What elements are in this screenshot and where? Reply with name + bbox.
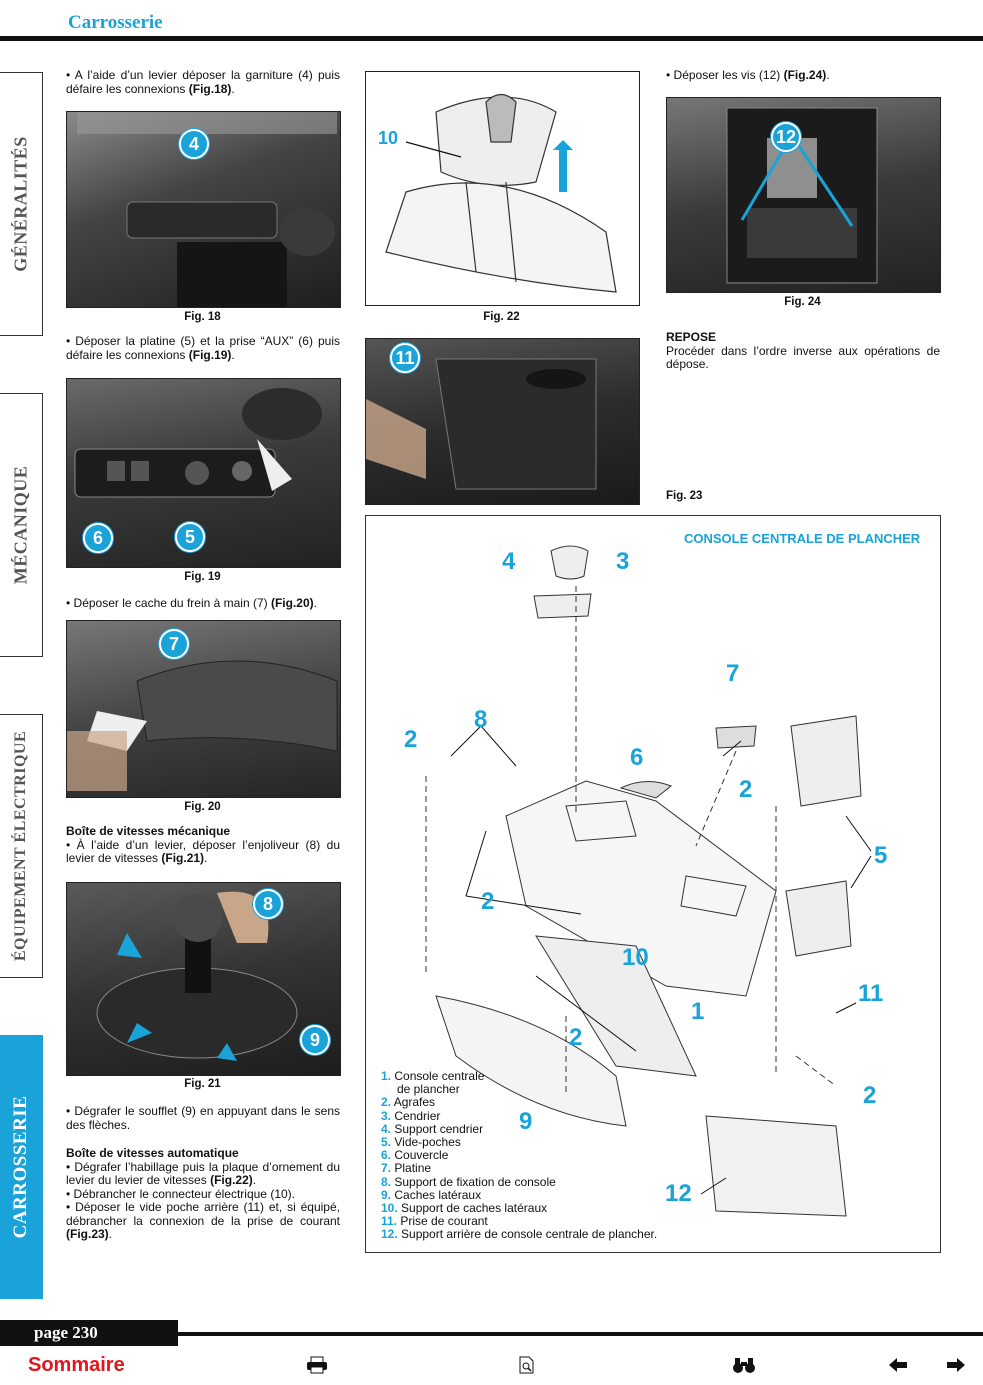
diagram-legend: 1. Console centrale de plancher 2. Agraf…: [381, 1069, 701, 1242]
section-title: Carrosserie: [68, 12, 163, 33]
callout-number: 3: [616, 548, 630, 575]
paragraph: Boîte de vitesses automatique • Dégrafer…: [66, 1146, 340, 1241]
subheading: Boîte de vitesses automatique: [66, 1146, 239, 1160]
arrow-right-icon[interactable]: [946, 1356, 966, 1379]
legend-item: 8. Support de fixation de console: [381, 1174, 556, 1189]
legend-item: 9. Caches latéraux: [381, 1187, 482, 1202]
figure-20-photo: 7: [66, 620, 341, 798]
legend-item: 11. Prise de courant: [381, 1214, 488, 1229]
binoculars-icon[interactable]: [732, 1356, 756, 1379]
callout-badge: 4: [179, 129, 209, 159]
callout-number: 6: [630, 744, 644, 771]
page-number: page 230: [0, 1320, 178, 1346]
figure-caption: Fig. 24: [784, 296, 821, 308]
tab-label: MÉCANIQUE: [10, 465, 31, 585]
diagram-title: CONSOLE CENTRALE DE PLANCHER: [684, 531, 921, 546]
callout-number: 2: [863, 1082, 877, 1109]
callout-number: 11: [858, 980, 884, 1007]
callout-badge: 9: [300, 1025, 330, 1055]
callout-badge: 5: [175, 522, 205, 552]
figure-caption: Fig. 20: [184, 801, 221, 813]
paragraph: • Dégrafer le soufflet (9) en appuyant d…: [66, 1104, 340, 1132]
paragraph: • Déposer la platine (5) et la prise “AU…: [66, 334, 340, 362]
legend-item: 12. Support arrière de console centrale …: [381, 1227, 658, 1242]
callout-badge: 11: [390, 343, 420, 373]
tab-equipement-electrique[interactable]: ÉQUIPEMENT ÉLECTRIQUE: [0, 714, 43, 978]
legend-item: 5. Vide-poches: [381, 1135, 461, 1150]
callout-number: 1: [691, 998, 705, 1025]
callout-number: 2: [404, 726, 418, 753]
callout-number: 8: [474, 706, 488, 733]
figure-caption: Fig. 23: [666, 490, 703, 502]
figure-caption: Fig. 19: [184, 571, 221, 583]
arrow-left-icon[interactable]: [888, 1356, 908, 1379]
tab-label: CARROSSERIE: [10, 1095, 31, 1239]
figure-caption: Fig. 18: [184, 311, 221, 323]
callout-number: 2: [481, 888, 495, 915]
legend-item: 1. Console centrale: [381, 1069, 485, 1083]
callout-number: 5: [874, 842, 888, 869]
callout-number: 2: [739, 776, 753, 803]
figure-caption: Fig. 21: [184, 1078, 221, 1090]
callout-number: 10: [622, 944, 649, 971]
tab-label: GÉNÉRALITÉS: [10, 136, 31, 272]
figure-21-photo: 8 9: [66, 882, 341, 1076]
callout-badge: 7: [159, 629, 189, 659]
subheading: Boîte de vitesses mécanique: [66, 824, 231, 838]
callout-number: 4: [502, 548, 516, 575]
legend-item: de plancher: [397, 1082, 460, 1097]
subheading: REPOSE: [666, 330, 717, 344]
legend-item: 4. Support cendrier: [381, 1121, 484, 1136]
figure-18-photo: 4: [66, 111, 341, 308]
callout-badge: 8: [253, 889, 283, 919]
footer-rule: [178, 1332, 983, 1336]
paragraph: • Déposer les vis (12) (Fig.24).: [666, 68, 830, 82]
callout-number: 12: [665, 1180, 692, 1207]
callout-number: 9: [519, 1108, 533, 1135]
figure-caption: Fig. 22: [483, 311, 520, 323]
print-icon[interactable]: [306, 1356, 328, 1379]
sommaire-link[interactable]: Sommaire: [28, 1354, 125, 1376]
document-search-icon[interactable]: [518, 1356, 536, 1379]
figure-22-drawing: 10: [365, 71, 640, 306]
header-rule: [0, 36, 983, 41]
exploded-diagram: CONSOLE CENTRALE DE PLANCHER: [365, 515, 941, 1253]
paragraph: Boîte de vitesses mécanique• À l’aide d’…: [66, 824, 340, 865]
legend-item: 2. Agrafes: [381, 1095, 436, 1110]
callout-number: 10: [378, 128, 399, 148]
figure-23-photo: 11: [365, 338, 640, 505]
tab-label: ÉQUIPEMENT ÉLECTRIQUE: [12, 730, 29, 962]
legend-item: 6. Couvercle: [381, 1148, 449, 1163]
paragraph: • Déposer le cache du frein à main (7) (…: [66, 596, 317, 610]
tab-mecanique[interactable]: MÉCANIQUE: [0, 393, 43, 657]
figure-19-photo: 6 5: [66, 378, 341, 568]
legend-item: 7. Platine: [381, 1161, 432, 1176]
figure-24-photo: 12: [666, 97, 941, 293]
legend-item: 10. Support de caches latéraux: [381, 1201, 548, 1216]
callout-number: 2: [569, 1024, 583, 1051]
paragraph: • A l’aide d’un levier déposer la garnit…: [66, 68, 340, 96]
callout-number: 7: [726, 660, 740, 687]
tab-generalites[interactable]: GÉNÉRALITÉS: [0, 72, 43, 336]
callout-badge: 12: [771, 122, 801, 152]
callout-badge: 6: [83, 523, 113, 553]
legend-item: 3. Cendrier: [381, 1108, 441, 1123]
tab-carrosserie[interactable]: CARROSSERIE: [0, 1035, 43, 1299]
